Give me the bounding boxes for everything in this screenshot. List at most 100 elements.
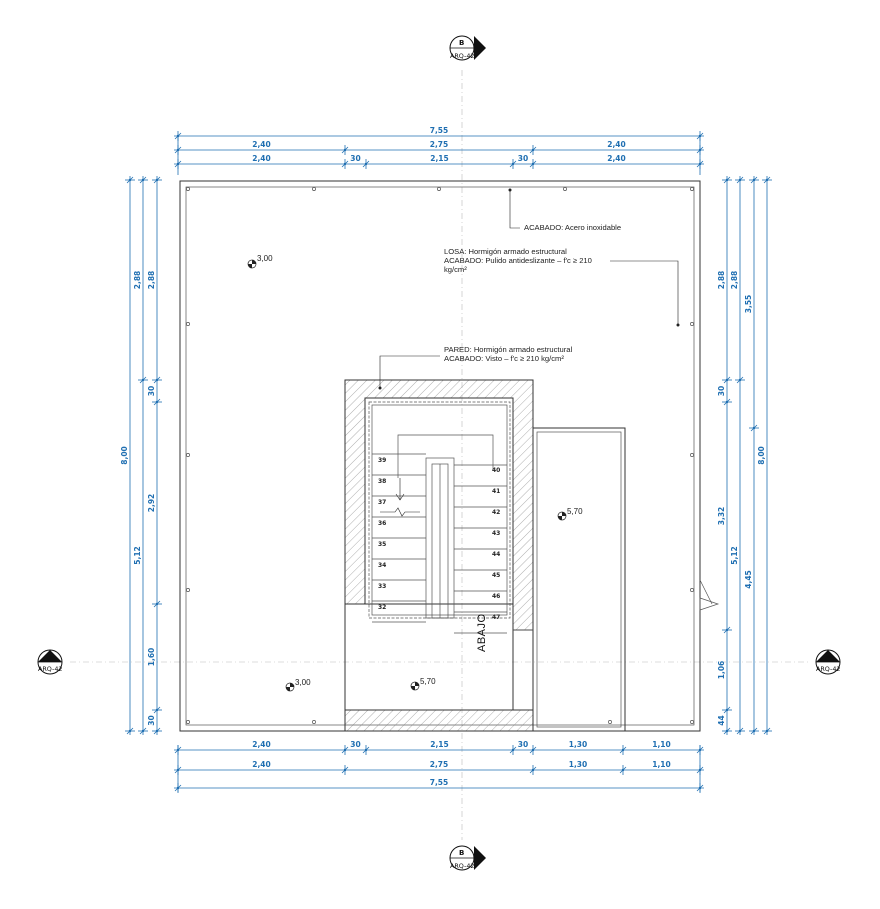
dimension-label: 1,06 (717, 661, 726, 680)
step-number-right: 41 (492, 488, 500, 495)
dimension-label: 1,30 (569, 740, 588, 749)
dimension-label: 7,55 (430, 778, 449, 787)
level-marker-roof: 3,00 (247, 254, 273, 269)
section-marker-bottom: B ARQ-42 (449, 845, 486, 871)
dim-right-total: 8,00 (757, 176, 772, 735)
svg-text:B: B (459, 39, 464, 47)
dim-right-inner: 2,88 30 3,32 1,06 44 (717, 176, 732, 735)
dimension-label: 5,12 (133, 546, 142, 565)
note-slab-3: kg/cm² (444, 265, 467, 274)
step-number-right: 45 (492, 572, 500, 579)
dim-left-inner: 2,88 30 2,92 1,60 30 (147, 176, 162, 735)
dimension-label: 5,12 (730, 546, 739, 565)
dim-left-mid: 2,885,12 (133, 176, 148, 735)
dimension-label: 2,88 (730, 271, 739, 290)
dim-top-row3: 2,40 30 2,15 30 2,40 (174, 154, 704, 169)
stair-direction-label: ABAJO (476, 613, 488, 652)
note-wall-2: ACABADO: Visto – f'c ≥ 210 kg/cm² (444, 354, 564, 363)
dimension-label: 7,55 (430, 126, 449, 135)
dimension-label: 2,40 (252, 740, 271, 749)
dim-bottom-row2: 2,40 2,75 1,30 1,10 (174, 760, 704, 775)
dimension-label: 2,75 (430, 760, 449, 769)
dimension-label: 2,88 (717, 271, 726, 290)
step-number-left: 37 (378, 499, 386, 506)
dimension-label: 1,10 (652, 760, 671, 769)
step-number-left: 35 (378, 541, 386, 548)
dimension-label: 2,15 (430, 154, 449, 163)
dim-bottom-row1: 2,40 30 2,15 30 1,30 1,10 (174, 740, 704, 755)
dimension-label: 2,40 (252, 140, 271, 149)
step-number-left: 33 (378, 583, 386, 590)
section-marker-top: B ARQ-42 (449, 35, 486, 61)
step-number-left: 32 (378, 604, 386, 611)
dimension-label: 30 (147, 386, 156, 396)
dimension-label: 30 (717, 386, 726, 396)
dimension-extension-lines (177, 136, 701, 792)
level-marker-stair-right: 5,70 (557, 507, 583, 521)
dimension-label: 2,15 (430, 740, 449, 749)
note-slab-1: LOSA: Hormigón armado estructural (444, 247, 567, 256)
dimension-label: 30 (350, 154, 360, 163)
section-marker-right: A ARQ-42 (815, 649, 841, 675)
dimension-label: 30 (147, 715, 156, 725)
dimension-label: 2,40 (252, 154, 271, 163)
step-number-right: 47 (492, 614, 500, 621)
dimension-label: 30 (518, 740, 528, 749)
dimension-label: 1,60 (147, 648, 156, 667)
stair-steps: 39 38 37 36 35 34 33 32 40 41 42 43 44 45 46 47 (372, 453, 507, 634)
step-number-right: 40 (492, 467, 500, 474)
svg-text:ARQ-42: ARQ-42 (450, 862, 474, 870)
section-marker-left: A ARQ-42 (37, 649, 63, 675)
svg-text:3,00: 3,00 (295, 678, 311, 687)
door-detail (699, 579, 720, 611)
svg-text:3,00: 3,00 (257, 254, 273, 263)
note-slab-2: ACABADO: Pulido antideslizante – f'c ≥ 2… (444, 256, 592, 265)
step-number-right: 44 (492, 551, 500, 558)
dimension-label: 2,75 (430, 140, 449, 149)
svg-text:A: A (825, 654, 831, 662)
dimension-label: 2,40 (252, 760, 271, 769)
dimension-label: 2,92 (147, 494, 156, 513)
step-number-left: 36 (378, 520, 386, 527)
dimension-label: 44 (717, 715, 726, 725)
railing-posts (186, 187, 694, 724)
dimension-label: 1,10 (652, 740, 671, 749)
svg-text:ARQ-42: ARQ-42 (38, 665, 62, 673)
dimension-label: 30 (350, 740, 360, 749)
step-number-right: 46 (492, 593, 500, 600)
dim-left-total: 8,00 (120, 176, 135, 735)
dim-right-mid: 2,88 5,12 (730, 176, 745, 735)
note-wall-1: PARED: Hormigón armado estructural (444, 345, 572, 354)
dimension-label: 8,00 (120, 446, 129, 465)
step-number-left: 34 (378, 562, 386, 569)
svg-text:B: B (459, 849, 464, 857)
svg-text:A: A (47, 654, 53, 662)
dimension-label: 3,32 (717, 507, 726, 526)
note-railing: ACABADO: Acero inoxidable (524, 223, 621, 232)
svg-text:5,70: 5,70 (567, 507, 583, 516)
dimension-label: 2,88 (147, 271, 156, 290)
dim-top-total: 7,55 (174, 126, 704, 141)
dimension-label: 2,40 (607, 154, 626, 163)
dimension-label: 3,55 (744, 295, 753, 314)
annotations: ACABADO: Acero inoxidable LOSA: Hormigón… (378, 188, 680, 390)
step-number-right: 43 (492, 530, 500, 537)
dimension-label: 8,00 (757, 446, 766, 465)
svg-text:ARQ-42: ARQ-42 (450, 52, 474, 60)
stair-core: 39 38 37 36 35 34 33 32 40 41 42 43 44 45 46 47 (344, 379, 626, 732)
dimension-label: 4,45 (744, 570, 753, 589)
svg-text:ARQ-42: ARQ-42 (816, 665, 840, 673)
dim-top-row2: 2,40 2,75 2,40 (174, 140, 704, 155)
step-number-right: 42 (492, 509, 500, 516)
step-number-left: 38 (378, 478, 386, 485)
dimension-label: 30 (518, 154, 528, 163)
step-number-left: 39 (378, 457, 386, 464)
dimension-label: 2,40 (607, 140, 626, 149)
dim-bottom-total: 7,55 (174, 778, 704, 793)
level-marker-lower-center: 5,70 (410, 677, 436, 691)
dim-right-outer: 3,55 4,45 (744, 176, 759, 735)
dimension-label: 1,30 (569, 760, 588, 769)
roof-slab (179, 180, 701, 732)
